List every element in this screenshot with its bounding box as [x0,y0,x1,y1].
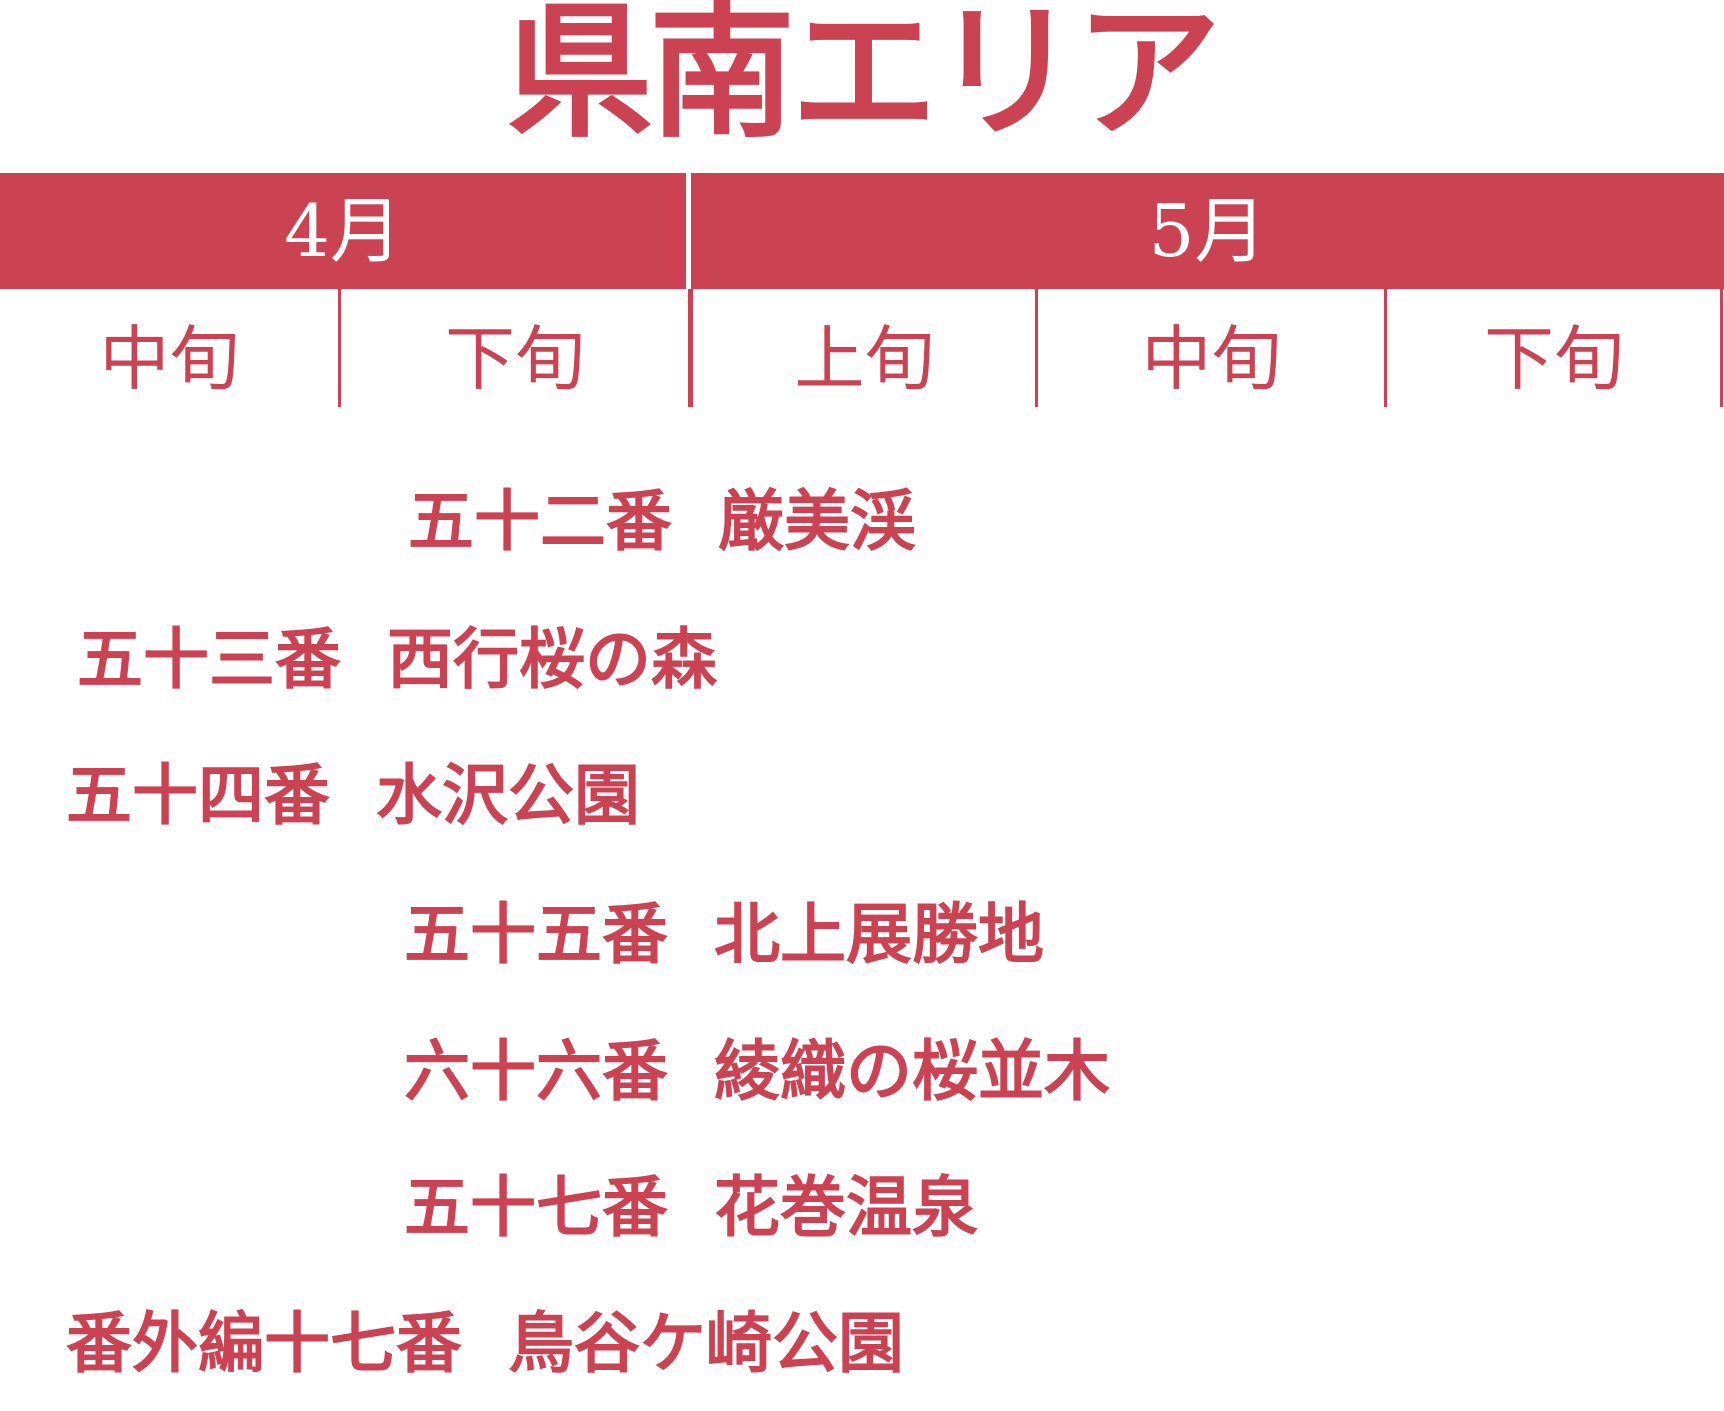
month-may: 5月 [1148,189,1267,273]
spot-item: 六十六番 綾織の桜並木 [404,1032,1110,1112]
page-title: 県南エリア [507,0,1221,158]
period-april-late: 下旬 [445,318,585,400]
spot-name: 厳美渓 [717,483,916,560]
spot-item: 五十五番 北上展勝地 [404,895,1044,975]
spot-number: 五十二番 [408,483,672,560]
period-may-early: 上旬 [794,318,935,400]
spot-item: 五十三番 西行桜の森 [77,620,717,700]
month-header-band: 4月 5月 [0,173,1724,289]
spot-item: 五十四番 水沢公園 [66,756,640,836]
spot-item: 五十二番 厳美渓 [408,482,916,562]
period-may-late: 下旬 [1484,318,1624,400]
divider [1384,289,1387,407]
month-april: 4月 [284,189,402,273]
spot-name: 花巻温泉 [713,1169,978,1246]
spot-name: 綾織の桜並木 [713,1033,1110,1110]
spot-number: 六十六番 [404,1033,668,1110]
divider [688,289,693,407]
spot-number: 五十五番 [404,896,668,973]
period-may-mid: 中旬 [1141,318,1282,400]
spot-item: 番外編十七番 鳥谷ケ崎公園 [66,1304,904,1384]
divider [1035,289,1038,407]
period-april-mid: 中旬 [99,318,240,400]
month-divider [686,173,691,289]
spot-number: 五十三番 [77,621,341,698]
spot-item: 五十七番 花巻温泉 [404,1168,978,1248]
spot-name: 北上展勝地 [713,896,1044,973]
spot-number: 番外編十七番 [66,1305,462,1382]
spot-name: 水沢公園 [375,757,640,834]
spot-number: 五十七番 [404,1169,668,1246]
spot-name: 鳥谷ケ崎公園 [507,1305,904,1382]
divider [1720,289,1723,407]
spot-number: 五十四番 [66,757,330,834]
spot-name: 西行桜の森 [386,621,717,698]
divider [338,289,341,407]
